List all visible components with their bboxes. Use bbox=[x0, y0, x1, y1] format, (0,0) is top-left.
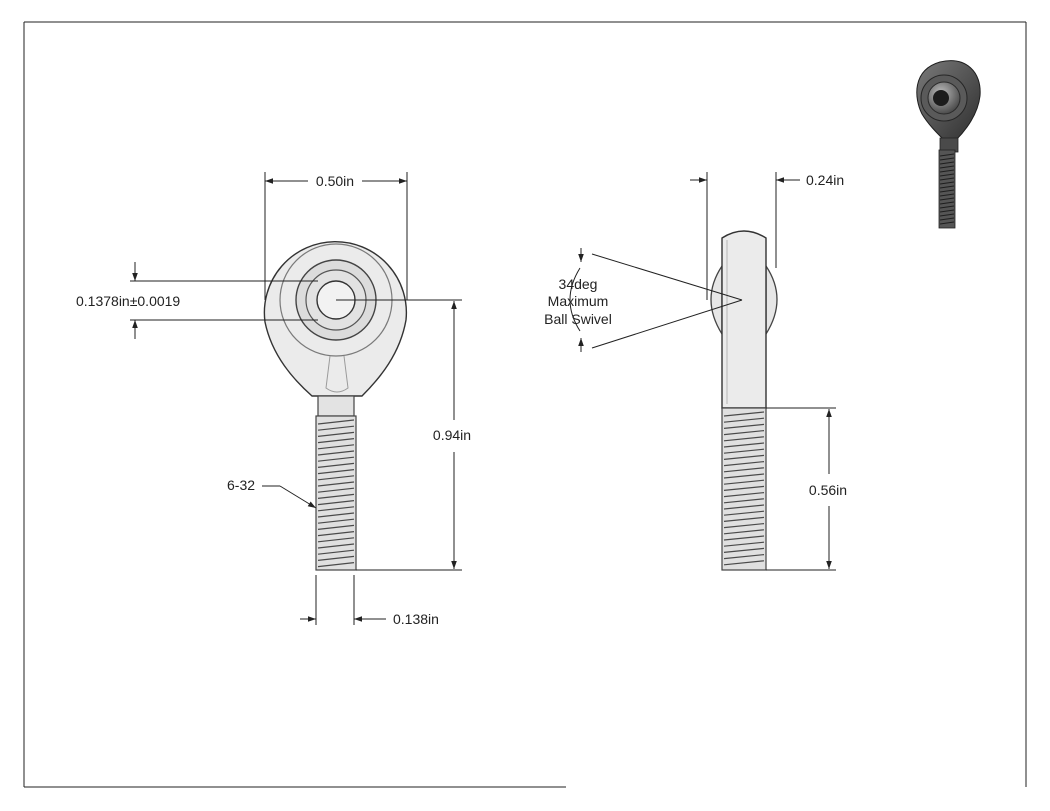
front-view-part bbox=[263, 240, 408, 571]
icon-thread-pattern bbox=[939, 153, 955, 225]
swivel-label-line3: Ball Swivel bbox=[544, 311, 612, 327]
rod-end-3d-icon bbox=[916, 60, 981, 229]
bore-diameter-label: 0.1378in±0.0019 bbox=[76, 293, 180, 309]
dim-swivel-angle: 34deg Maximum Ball Swivel bbox=[544, 248, 743, 352]
dim-thread-length: 0.56in bbox=[766, 407, 847, 571]
sheet-border bbox=[23, 21, 1027, 788]
dim-thread-diameter: 0.138in bbox=[300, 575, 439, 627]
overall-width-label: 0.50in bbox=[316, 173, 354, 189]
side-view-part bbox=[710, 230, 778, 571]
dim-head-thickness: 0.24in bbox=[690, 172, 844, 300]
thread-callout: 6-32 bbox=[227, 477, 317, 509]
front-thread-pattern bbox=[317, 419, 355, 568]
swivel-label-line2: Maximum bbox=[548, 293, 609, 309]
thread-diameter-label: 0.138in bbox=[393, 611, 439, 627]
swivel-angle-value: 34deg bbox=[559, 276, 598, 292]
side-thread-pattern bbox=[723, 411, 765, 566]
dim-overall-width: 0.50in bbox=[264, 172, 408, 300]
dim-overall-length: 0.94in bbox=[336, 299, 471, 571]
head-thickness-label: 0.24in bbox=[806, 172, 844, 188]
dim-bore-diameter: 0.1378in±0.0019 bbox=[76, 262, 318, 339]
thread-spec-label: 6-32 bbox=[227, 477, 255, 493]
overall-length-label: 0.94in bbox=[433, 427, 471, 443]
thread-length-label: 0.56in bbox=[809, 482, 847, 498]
